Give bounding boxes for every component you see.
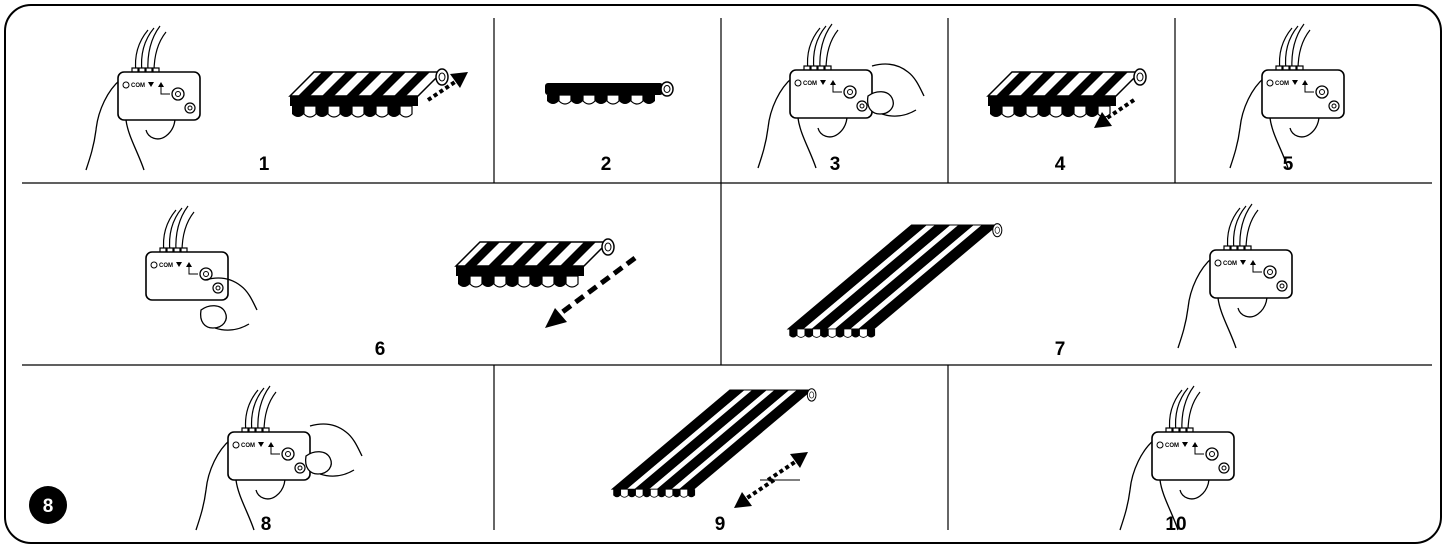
figure-number-badge: 8	[29, 486, 67, 524]
step-label-6: 6	[375, 339, 386, 360]
step-label-5: 5	[1283, 154, 1294, 175]
figure-number: 8	[43, 496, 54, 517]
step-label-7: 7	[1055, 339, 1066, 360]
step-label-8: 8	[261, 514, 272, 535]
step-label-3: 3	[830, 154, 841, 175]
awning-rolled-illustration	[545, 82, 673, 104]
step-label-4: 4	[1055, 154, 1066, 175]
step-label-1: 1	[259, 154, 270, 175]
step-label-10: 10	[1165, 514, 1186, 535]
step-label-2: 2	[601, 154, 612, 175]
step-label-9: 9	[715, 514, 726, 535]
